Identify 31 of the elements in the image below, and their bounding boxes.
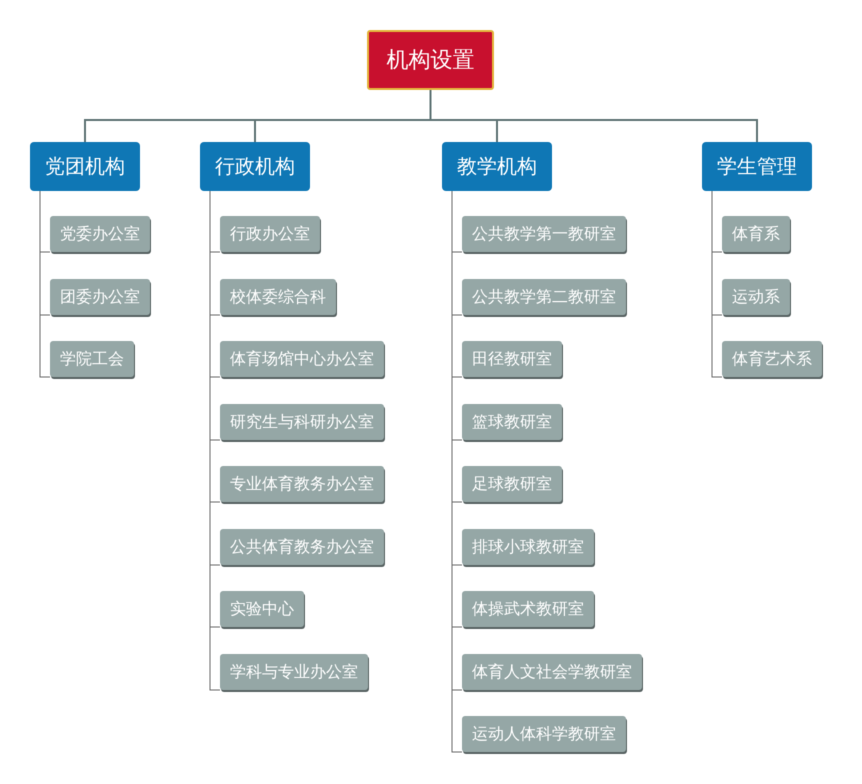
unit-box: 学院工会 [50,341,134,377]
unit-box: 公共教学第二教研室 [462,279,626,315]
category-box: 党团机构 [30,142,140,191]
unit-box: 研究生与科研办公室 [220,404,384,440]
category-box: 教学机构 [442,142,552,191]
connector-line [712,190,722,378]
unit-box: 团委办公室 [50,279,150,315]
unit-box: 公共体育教务办公室 [220,529,384,565]
unit-box: 足球教研室 [462,466,562,502]
unit-box: 行政办公室 [220,216,320,252]
unit-box: 体育艺术系 [722,341,822,377]
unit-box: 体育场馆中心办公室 [220,341,384,377]
unit-box: 排球小球教研室 [462,529,594,565]
unit-box: 专业体育教务办公室 [220,466,384,502]
unit-box: 篮球教研室 [462,404,562,440]
connector-line [430,90,758,142]
unit-box: 体育人文社会学教研室 [462,654,642,690]
category-box: 行政机构 [200,142,310,191]
unit-box: 学科与专业办公室 [220,654,368,690]
unit-box: 运动系 [722,279,790,315]
title-box: 机构设置 [367,30,494,90]
unit-box: 校体委综合科 [220,279,336,315]
unit-box: 党委办公室 [50,216,150,252]
unit-box: 公共教学第一教研室 [462,216,626,252]
connector-line [40,190,50,378]
unit-box: 实验中心 [220,591,304,627]
unit-box: 体育系 [722,216,790,252]
unit-box: 体操武术教研室 [462,591,594,627]
category-box: 学生管理 [702,142,812,191]
unit-box: 田径教研室 [462,341,562,377]
unit-box: 运动人体科学教研室 [462,716,626,752]
